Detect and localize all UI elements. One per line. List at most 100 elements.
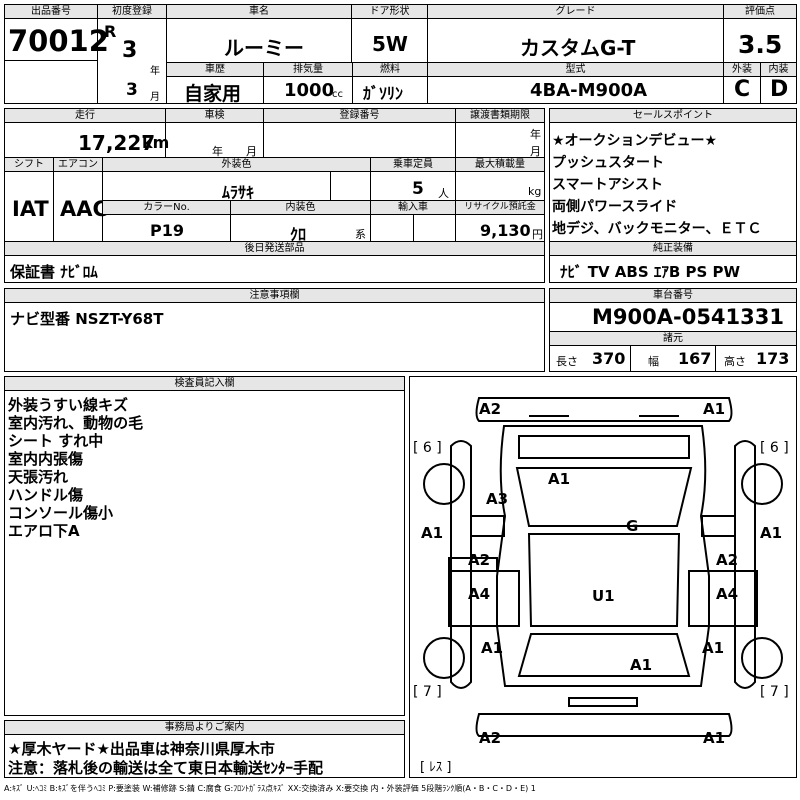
- insp-label: 車検: [166, 109, 263, 123]
- insp-year-unit: 年: [212, 145, 223, 158]
- equipment: ﾅﾋﾞ TV ABS ｴｱB PS PW: [560, 263, 741, 281]
- interior-color: ｸﾛ: [290, 225, 307, 244]
- sales-label: セールスポイント: [550, 109, 796, 123]
- sales-line: 地デジ、バックモニター、ＥＴＣ: [552, 221, 762, 237]
- legend: A:ｷｽﾞ U:ﾍｺﾐ B:ｷｽﾞを伴うﾍｺﾐ P:要塗装 W:補修跡 S:錆 …: [4, 784, 536, 793]
- damage-code: A1: [702, 639, 725, 657]
- mark: [ 6 ]: [413, 440, 442, 456]
- hist-label: 車歴: [167, 63, 263, 77]
- car-outline-diagram: [423, 397, 783, 737]
- car-name: ルーミー: [224, 36, 304, 60]
- mark: [ 6 ]: [760, 440, 789, 456]
- fuel: ｶﾞｿﾘﾝ: [363, 84, 404, 103]
- mile-label: 走行: [5, 109, 165, 123]
- color-label: 外装色: [103, 158, 370, 172]
- notes-label: 注意事項欄: [5, 289, 544, 303]
- sales-line: ★オークションデビュー★: [552, 133, 718, 149]
- displacement: 1000: [284, 80, 335, 101]
- inspector-line: コンソール傷小: [8, 504, 114, 522]
- capacity: 5: [412, 179, 424, 199]
- tr-year-unit: 年: [530, 128, 541, 141]
- model-code: 4BA-M900A: [530, 80, 648, 101]
- month-unit: 月: [150, 92, 160, 103]
- int-label: 内装: [761, 63, 796, 77]
- mark: [ 7 ]: [413, 684, 442, 700]
- regno-label: 登録番号: [264, 109, 455, 123]
- damage-code: A3: [486, 490, 509, 508]
- damage-code: U1: [592, 587, 615, 605]
- disp-label: 排気量: [264, 63, 352, 77]
- tr-month-unit: 月: [530, 145, 541, 158]
- exterior-color: ﾑﾗｻｷ: [222, 183, 255, 202]
- aircon: AAC: [60, 197, 108, 221]
- intcol-unit: 系: [355, 228, 366, 241]
- mileage-unit: km: [142, 133, 170, 152]
- sales-line: 両側パワースライド: [552, 199, 678, 215]
- damage-code: A2: [479, 729, 502, 747]
- notes: ナビ型番 NSZT-Y68T: [10, 310, 164, 328]
- top-info-block: [4, 4, 797, 104]
- later-parts-label: 後日発送部品: [5, 242, 544, 256]
- ac-label: エアコン: [54, 158, 102, 172]
- load-unit: kg: [528, 185, 542, 198]
- damage-code: A1: [421, 524, 444, 542]
- inspector-line: シート すれ中: [8, 432, 104, 450]
- damage-diagram: [409, 376, 797, 778]
- inspector-line: 室内内張傷: [8, 450, 84, 468]
- grade-label: グレード: [428, 5, 723, 19]
- inspector-line: 天張汚れ: [8, 468, 69, 486]
- era: R: [104, 22, 117, 41]
- model-label: 型式: [428, 63, 723, 77]
- ext-label: 外装: [724, 63, 760, 77]
- intcol-label: 内装色: [231, 201, 370, 215]
- recycle-label: リサイクル預託金: [456, 201, 544, 215]
- cap-label: 乗車定員: [371, 158, 455, 172]
- sales-line: スマートアシスト: [552, 177, 664, 193]
- inspector-line: エアロ下A: [8, 522, 80, 540]
- length-label: 長さ: [556, 355, 578, 368]
- inspector-line: 外装うすい線キズ: [8, 396, 129, 414]
- import-label: 輸入車: [371, 201, 455, 215]
- reg-year: 3: [122, 38, 138, 63]
- recycle-unit: 円: [532, 228, 543, 241]
- height-label: 高さ: [724, 355, 746, 368]
- fuel-label: 燃料: [353, 63, 427, 77]
- name-label: 車名: [167, 5, 351, 19]
- chassis-label: 車台番号: [550, 289, 796, 303]
- inspector-label: 検査員記入欄: [5, 377, 404, 391]
- transfer-label: 譲渡書類期限: [456, 109, 544, 123]
- insp-month-unit: 月: [246, 145, 257, 158]
- width: 167: [678, 349, 712, 368]
- colorno-label: カラーNo.: [103, 201, 230, 215]
- door-type: 5W: [372, 32, 408, 56]
- chassis-number: M900A-0541331: [592, 305, 784, 329]
- damage-code: G: [626, 517, 639, 535]
- damage-code: A2: [479, 400, 502, 418]
- color-number: P19: [150, 221, 184, 240]
- score-label: 評価点: [724, 5, 796, 19]
- width-label: 幅: [648, 355, 659, 368]
- damage-code: A1: [703, 729, 726, 747]
- inspector-line: 室内汚れ、動物の毛: [8, 414, 144, 432]
- damage-code: A1: [548, 470, 571, 488]
- damage-code: A4: [716, 585, 739, 603]
- shift-label: シフト: [5, 158, 53, 172]
- damage-code: A2: [468, 551, 491, 569]
- length: 370: [592, 349, 626, 368]
- interior-grade: D: [770, 77, 789, 102]
- damage-code: A1: [703, 400, 726, 418]
- door-label: ドア形状: [352, 5, 427, 19]
- equip-label: 純正装備: [550, 242, 796, 256]
- damage-code: A1: [760, 524, 783, 542]
- mileage: 17,227: [78, 131, 156, 155]
- car-history: 自家用: [184, 83, 242, 105]
- lot-number: 70012: [8, 24, 109, 58]
- office-line1: ★厚木ヤード★出品車は神奈川県厚木市: [8, 740, 275, 758]
- damage-code: A4: [468, 585, 491, 603]
- sales-line: プッシュスタート: [552, 155, 664, 171]
- score: 3.5: [738, 30, 783, 59]
- dims-label: 諸元: [550, 332, 796, 346]
- lot-label: 出品番号: [5, 5, 97, 19]
- mark: [ 7 ]: [760, 684, 789, 700]
- inspector-block: [4, 376, 405, 716]
